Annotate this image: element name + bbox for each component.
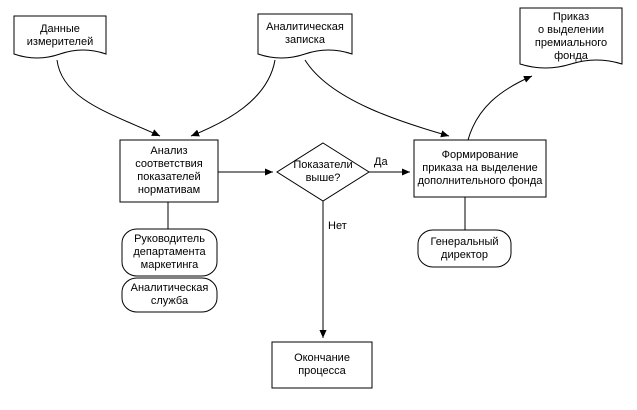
edge-note-to-formation (304, 59, 450, 138)
decision-diamond (276, 142, 370, 202)
role-analytical-service (121, 277, 218, 313)
process-end (271, 341, 373, 389)
edge-formation-to-order (467, 75, 533, 141)
process-formation (413, 139, 547, 198)
document-bonus-order (519, 7, 623, 69)
role-general-director (417, 229, 512, 268)
document-meter-data (13, 15, 107, 59)
edge-note-to-analysis (190, 59, 276, 137)
role-marketing-head (121, 228, 218, 277)
document-analytical-note (257, 13, 353, 59)
edge-meter-data-to-analysis (56, 59, 161, 137)
process-analysis (119, 139, 219, 203)
